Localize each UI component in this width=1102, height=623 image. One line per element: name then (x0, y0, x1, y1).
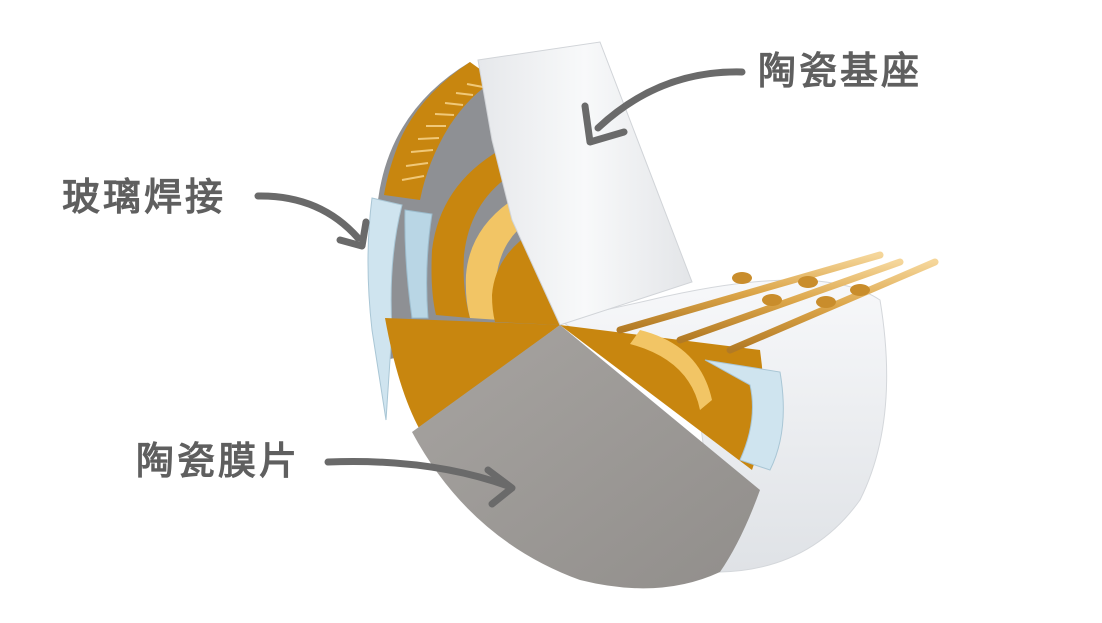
electrode-ring-outer (431, 150, 515, 318)
arrow-ceramic-base (581, 68, 746, 146)
glass-weld-left (367, 197, 403, 421)
label-glass-weld: 玻璃焊接 (62, 175, 227, 219)
electrode-ring-right (630, 330, 712, 410)
glass-weld-right (704, 359, 784, 471)
electrode-ring-middle (465, 195, 530, 320)
label-ceramic-base: 陶瓷基座 (758, 49, 923, 93)
electrode-sector-left (385, 318, 560, 430)
arrow-glass-weld (254, 192, 370, 250)
arrow-ceramic-film (324, 458, 516, 508)
serpentine-trace-lines (401, 83, 484, 181)
terminal-pins (616, 251, 939, 354)
ceramic-film-sector (412, 325, 760, 589)
label-ceramic-film: 陶瓷膜片 (136, 439, 301, 483)
glass-weld-inner (404, 209, 433, 319)
